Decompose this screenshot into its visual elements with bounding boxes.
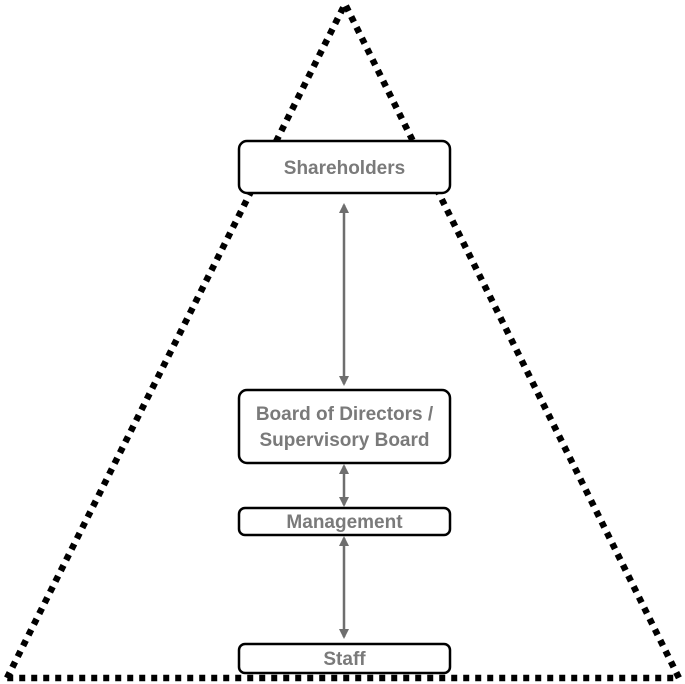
node-board: Board of Directors / Supervisory Board [237, 388, 452, 465]
node-shareholders: Shareholders [237, 139, 452, 195]
node-management-label: Management [286, 512, 403, 533]
node-staff-label: Staff [323, 649, 366, 670]
node-board-box [237, 388, 452, 465]
node-management-box [237, 506, 452, 537]
node-shareholders-label: Shareholders [284, 158, 405, 179]
node-management: Management [237, 506, 452, 537]
node-board-label-line-2: Supervisory Board [260, 430, 430, 451]
node-board-label-line-1: Board of Directors / [256, 404, 434, 425]
pyramid-outline [4, 0, 685, 682]
node-staff: Staff [237, 642, 452, 675]
node-shareholders-box [237, 139, 452, 195]
node-staff-box [237, 642, 452, 675]
